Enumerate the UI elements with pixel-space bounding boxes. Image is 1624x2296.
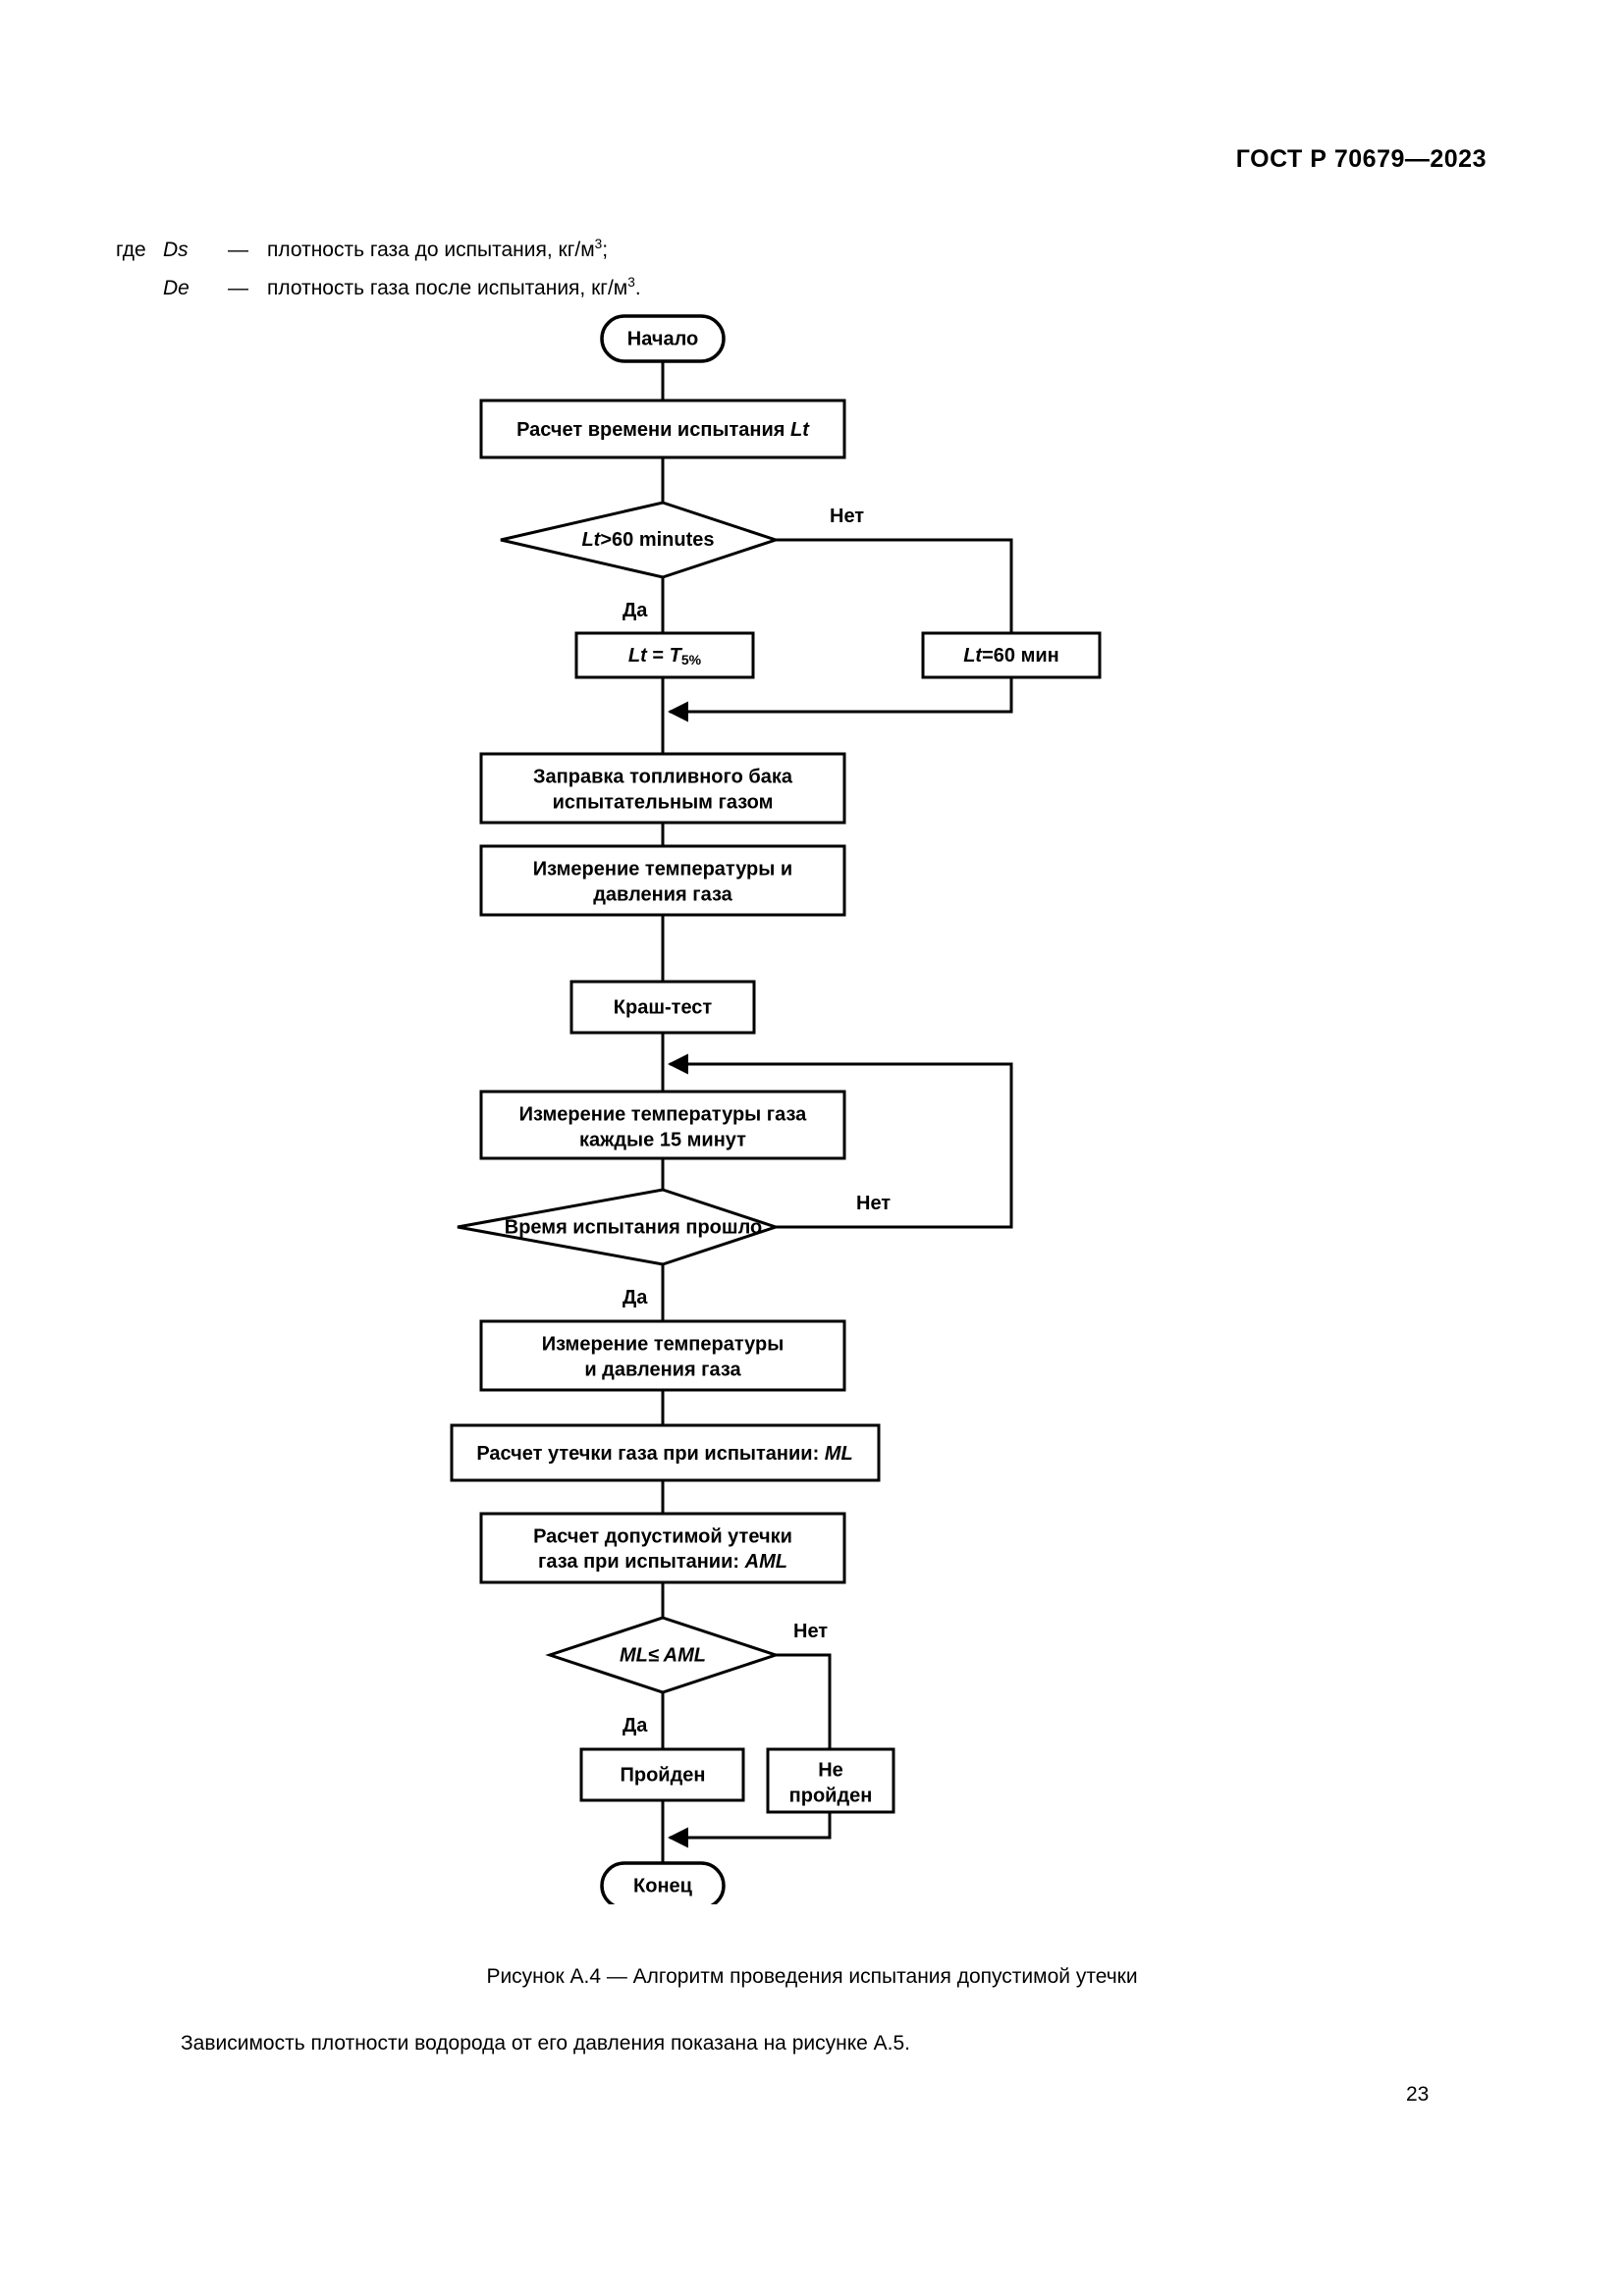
exponent-de: 3 xyxy=(627,275,635,290)
branch-label-no-2: Нет xyxy=(856,1193,891,1214)
where-row-de: De — плотность газа после испытания, кг/… xyxy=(116,266,641,304)
flow-node-decision-lt60-label: Lt>60 minutes xyxy=(581,529,714,551)
flow-node-calc-aml-shape xyxy=(479,1512,846,1584)
flow-node-passed-label: Пройден xyxy=(620,1764,705,1786)
flow-node-set-60-shape xyxy=(921,631,1102,679)
branch-label-no-1: Нет xyxy=(830,506,864,527)
flow-node-start-shape xyxy=(600,314,726,363)
em-dash-ds: — xyxy=(228,239,248,261)
flow-node-measure1-line1: Измерение температуры и xyxy=(533,858,792,880)
flow-node-measure1-shape xyxy=(479,844,846,917)
flow-node-measure2-shape xyxy=(479,1319,846,1392)
where-row-ds: где Ds — плотность газа до испытания, кг… xyxy=(116,228,641,266)
flow-node-decision-ml-aml-label: ML≤ AML xyxy=(620,1644,706,1666)
flow-node-calc-aml-line1: Расчет допустимой утечки xyxy=(533,1525,792,1547)
document-header-standard-number: ГОСТ Р 70679—2023 xyxy=(1235,145,1487,173)
flow-node-end-shape xyxy=(600,1861,726,1904)
branch-label-no-3: Нет xyxy=(793,1621,828,1642)
flow-node-failed-line1: Не xyxy=(818,1759,843,1781)
flow-node-start-label: Начало xyxy=(627,328,698,349)
page-number: 23 xyxy=(1406,2083,1430,2106)
flow-node-measure15-line2: каждые 15 минут xyxy=(579,1129,746,1150)
flow-node-failed-line2: пройден xyxy=(789,1785,873,1806)
flowchart-figure-a4: Начало Расчет времени испытания Lt Lt>60… xyxy=(0,294,1624,1904)
flow-node-decision-time-passed-label: Время испытания прошло xyxy=(505,1216,762,1238)
flow-node-passed-shape xyxy=(579,1747,745,1802)
flow-node-measure2-line1: Измерение температуры xyxy=(542,1333,785,1355)
flow-node-decision-time-passed-shape xyxy=(457,1188,781,1266)
figure-caption: Рисунок А.4 — Алгоритм проведения испыта… xyxy=(486,1965,1138,1988)
flow-node-crash-test-label: Краш-тест xyxy=(614,996,713,1018)
symbol-ds: Ds xyxy=(163,239,189,261)
flow-node-decision-lt60-shape xyxy=(500,501,781,579)
flow-node-calc-time-shape xyxy=(479,399,846,459)
branch-label-yes-2: Да xyxy=(623,1287,648,1308)
flow-node-fill-tank-line2: испытательным газом xyxy=(553,791,774,813)
flow-node-measure15-shape xyxy=(479,1090,846,1160)
flow-node-set-t5-label: Lt = T5% xyxy=(628,645,702,667)
flow-node-fill-tank-line1: Заправка топливного бака xyxy=(533,766,793,787)
flow-node-calc-ml-label: Расчет утечки газа при испытании: ML xyxy=(476,1443,852,1465)
flow-node-crash-test-shape xyxy=(569,980,756,1035)
body-paragraph: Зависимость плотности водорода от его да… xyxy=(181,2032,910,2055)
flow-node-end-label: Конец xyxy=(633,1875,693,1896)
flow-node-measure2-line2: и давления газа xyxy=(584,1359,741,1380)
exponent-ds: 3 xyxy=(594,237,603,251)
flow-node-measure15-line1: Измерение температуры газа xyxy=(519,1103,808,1125)
flow-node-failed-shape xyxy=(766,1747,895,1814)
branch-label-yes-1: Да xyxy=(623,600,648,621)
flow-node-set-t5-shape xyxy=(574,631,755,679)
flow-node-decision-ml-aml-shape xyxy=(545,1616,781,1694)
definition-ds-text: плотность газа до испытания, кг/м3; xyxy=(267,237,609,261)
where-clause-block: где Ds — плотность газа до испытания, кг… xyxy=(116,228,641,304)
flow-node-calc-time-label: Расчет времени испытания Lt xyxy=(516,419,810,441)
definition-de-text: плотность газа после испытания, кг/м3. xyxy=(267,275,641,299)
where-lead-word: где xyxy=(116,239,146,261)
flow-node-calc-ml-shape xyxy=(450,1423,881,1482)
branch-label-yes-3: Да xyxy=(623,1715,648,1736)
symbol-de: De xyxy=(163,277,189,299)
flow-node-calc-aml-line2: газа при испытании: AML xyxy=(538,1551,787,1573)
em-dash-de: — xyxy=(228,277,248,299)
flow-node-set-60-label: Lt=60 мин xyxy=(963,645,1059,667)
flow-node-fill-tank-shape xyxy=(479,752,846,825)
flow-node-measure1-line2: давления газа xyxy=(593,883,732,905)
